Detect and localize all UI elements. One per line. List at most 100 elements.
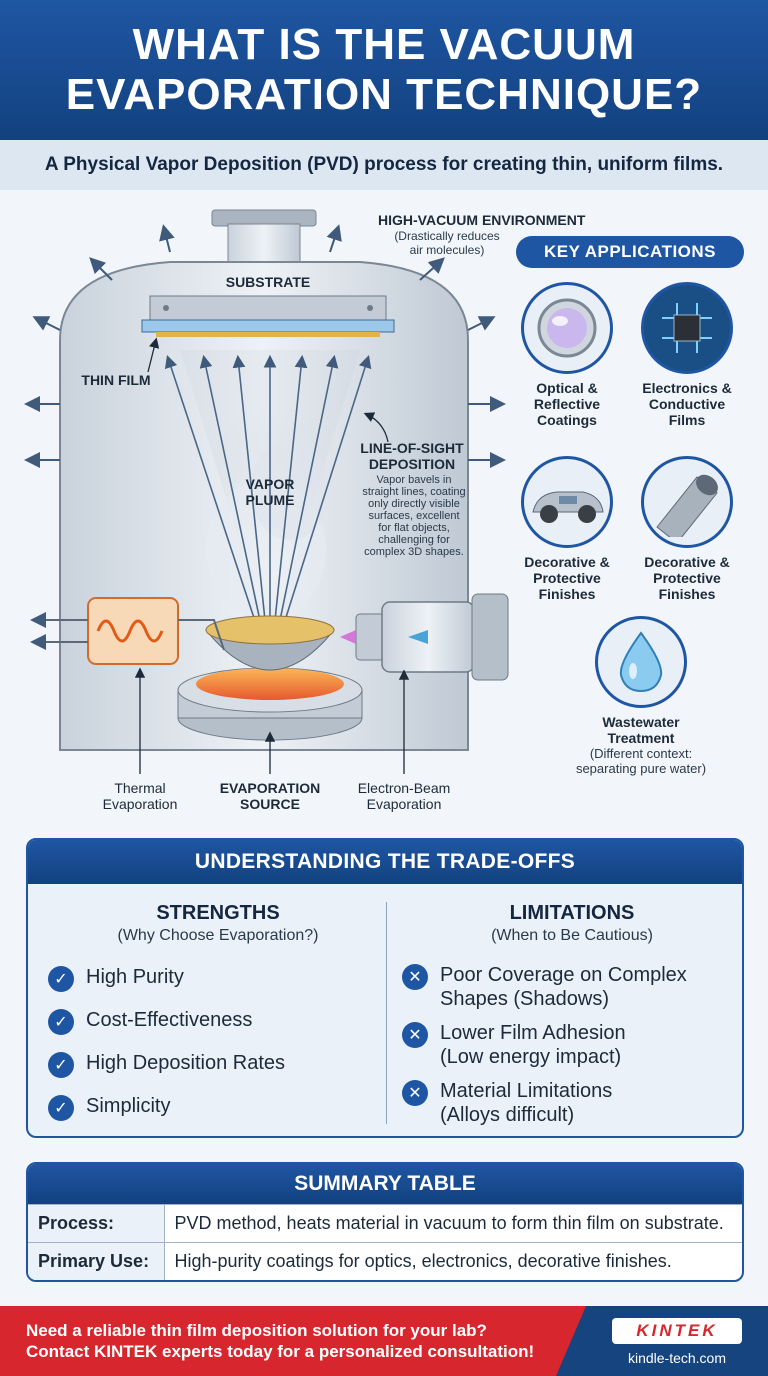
table-row: Process: PVD method, heats material in v… bbox=[28, 1204, 742, 1243]
vacuum-note-line-2: air molecules) bbox=[409, 243, 485, 257]
thermal-evaporation-label-line-2: Evaporation bbox=[102, 796, 178, 812]
line-of-sight-note-4: surfaces, excellent bbox=[368, 510, 460, 522]
key-applications-title: KEY APPLICATIONS bbox=[516, 236, 744, 268]
evaporation-source-label-line-2: SOURCE bbox=[240, 796, 300, 812]
summary-table-panel: SUMMARY TABLE Process: PVD method, heats… bbox=[26, 1162, 744, 1282]
table-key: Process: bbox=[28, 1204, 165, 1243]
evaporation-source-label-line-1: EVAPORATION bbox=[219, 780, 321, 796]
cross-icon: ✕ bbox=[402, 1022, 428, 1048]
substrate-label: SUBSTRATE bbox=[225, 274, 311, 290]
strength-text: Cost-Effectiveness bbox=[86, 1009, 253, 1031]
line-of-sight-label-line-2: DEPOSITION bbox=[368, 456, 456, 472]
limitations-subtitle: (When to Be Cautious) bbox=[491, 927, 653, 944]
line-of-sight-label-line-1: LINE-OF-SIGHT bbox=[360, 440, 464, 456]
strengths-title: STRENGTHS bbox=[156, 902, 280, 924]
strength-text: High Deposition Rates bbox=[86, 1052, 285, 1074]
line-of-sight-note-6: challenging for bbox=[378, 534, 450, 546]
list-item: ✓ High Purity bbox=[48, 965, 388, 992]
line-of-sight-note-1: Vapor bavels in bbox=[376, 474, 452, 486]
list-item: ✓ Simplicity bbox=[48, 1094, 388, 1121]
thin-film-label: THIN FILM bbox=[81, 372, 151, 388]
app-note-line-2: separating pure water) bbox=[575, 761, 707, 776]
strengths-column: STRENGTHS (Why Choose Evaporation?) ✓ Hi… bbox=[48, 902, 388, 1121]
vacuum-chamber-diagram: HIGH-VACUUM ENVIRONMENT (Drastically red… bbox=[0, 190, 768, 830]
list-item: ✕ Material Limitations(Alloys difficult) bbox=[402, 1079, 742, 1127]
lens-icon bbox=[521, 282, 613, 374]
limitation-text: Material Limitations(Alloys difficult) bbox=[440, 1079, 612, 1127]
page-title-line-2: EVAPORATION TECHNIQUE? bbox=[65, 70, 703, 119]
limitation-line-2: Shapes (Shadows) bbox=[440, 988, 609, 1010]
vacuum-note-line-1: (Drastically reduces bbox=[394, 229, 500, 243]
subtitle-band: A Physical Vapor Deposition (PVD) proces… bbox=[0, 140, 768, 190]
cross-icon: ✕ bbox=[402, 1080, 428, 1106]
check-icon: ✓ bbox=[48, 1009, 74, 1035]
app-decorative-finishes-pipe: Decorative & Protective Finishes bbox=[622, 456, 752, 602]
app-name-line-1: Decorative & bbox=[644, 554, 730, 570]
strengths-subtitle: (Why Choose Evaporation?) bbox=[117, 927, 319, 944]
limitation-line-1: Lower Film Adhesion bbox=[440, 1022, 626, 1044]
vapor-plume-label-line-1: VAPOR bbox=[245, 476, 295, 492]
check-icon: ✓ bbox=[48, 966, 74, 992]
app-name-line-2: Reflective bbox=[533, 396, 601, 412]
app-name-line-2: Protective bbox=[653, 570, 721, 586]
list-item: ✓ Cost-Effectiveness bbox=[48, 1008, 388, 1035]
chip-icon bbox=[641, 282, 733, 374]
table-value: PVD method, heats material in vacuum to … bbox=[164, 1204, 742, 1243]
summary-table-title: SUMMARY TABLE bbox=[28, 1164, 742, 1204]
tradeoffs-title: UNDERSTANDING THE TRADE-OFFS bbox=[28, 840, 742, 884]
footer-line-2: Contact KINTEK experts today for a perso… bbox=[26, 1342, 535, 1361]
app-name-line-1: Decorative & bbox=[524, 554, 610, 570]
app-name-line-1: Optical & bbox=[536, 380, 598, 396]
footer-message[interactable]: Need a reliable thin film deposition sol… bbox=[26, 1320, 534, 1362]
app-electronics-films: Electronics & Conductive Films bbox=[622, 282, 752, 428]
app-optical-coatings: Optical & Reflective Coatings bbox=[502, 282, 632, 428]
cross-icon: ✕ bbox=[402, 964, 428, 990]
app-note-line-1: (Different context: bbox=[589, 746, 693, 761]
limitation-line-1: Poor Coverage on Complex bbox=[440, 964, 687, 986]
kintek-logo[interactable]: KINTEK bbox=[612, 1318, 742, 1344]
chamber-illustration bbox=[24, 209, 509, 774]
app-name-line-2: Protective bbox=[533, 570, 601, 586]
footer-banner: Need a reliable thin film deposition sol… bbox=[0, 1306, 768, 1376]
list-item: ✕ Lower Film Adhesion(Low energy impact) bbox=[402, 1021, 742, 1069]
car-icon bbox=[521, 456, 613, 548]
app-name-line-2: Treatment bbox=[607, 730, 675, 746]
app-name-line-3: Finishes bbox=[538, 586, 596, 602]
vacuum-environment-label: HIGH-VACUUM ENVIRONMENT bbox=[378, 212, 586, 228]
table-key: Primary Use: bbox=[28, 1242, 165, 1280]
limitation-line-2: (Alloys difficult) bbox=[440, 1104, 575, 1126]
website-link[interactable]: kindle-tech.com bbox=[627, 1350, 727, 1366]
limitation-text: Lower Film Adhesion(Low energy impact) bbox=[440, 1021, 626, 1069]
app-name-line-1: Electronics & bbox=[642, 380, 732, 396]
footer-line-1: Need a reliable thin film deposition sol… bbox=[26, 1321, 487, 1340]
vapor-plume-label-line-2: PLUME bbox=[245, 492, 295, 508]
table-value: High-purity coatings for optics, electro… bbox=[164, 1242, 742, 1280]
header-banner: WHAT IS THE VACUUM EVAPORATION TECHNIQUE… bbox=[0, 0, 768, 140]
line-of-sight-note-3: only directly visible bbox=[368, 498, 460, 510]
strength-text: High Purity bbox=[86, 966, 184, 988]
line-of-sight-note-2: straight lines, coating bbox=[362, 486, 466, 498]
app-wastewater-treatment: Wastewater Treatment (Different context:… bbox=[566, 616, 716, 776]
list-item: ✓ High Deposition Rates bbox=[48, 1051, 388, 1078]
water-drop-icon bbox=[595, 616, 687, 708]
strength-text: Simplicity bbox=[86, 1095, 171, 1117]
limitation-line-1: Material Limitations bbox=[440, 1080, 613, 1102]
app-name-line-3: Finishes bbox=[658, 586, 716, 602]
thermal-evaporation-label-line-1: Thermal bbox=[114, 780, 166, 796]
app-name-line-3: Films bbox=[668, 412, 706, 428]
app-name-line-3: Coatings bbox=[537, 412, 597, 428]
check-icon: ✓ bbox=[48, 1095, 74, 1121]
column-divider bbox=[386, 902, 387, 1124]
limitations-title: LIMITATIONS bbox=[509, 902, 635, 924]
table-row: Primary Use: High-purity coatings for op… bbox=[28, 1242, 742, 1280]
check-icon: ✓ bbox=[48, 1052, 74, 1078]
pipe-icon bbox=[641, 456, 733, 548]
app-name-line-1: Wastewater bbox=[602, 714, 680, 730]
line-of-sight-note-5: for flat objects, bbox=[378, 522, 450, 534]
line-of-sight-note-7: complex 3D shapes. bbox=[364, 546, 464, 558]
electron-beam-label-line-1: Electron-Beam bbox=[357, 780, 451, 796]
tradeoffs-panel: UNDERSTANDING THE TRADE-OFFS STRENGTHS (… bbox=[26, 838, 744, 1138]
page-subtitle: A Physical Vapor Deposition (PVD) proces… bbox=[44, 154, 724, 175]
